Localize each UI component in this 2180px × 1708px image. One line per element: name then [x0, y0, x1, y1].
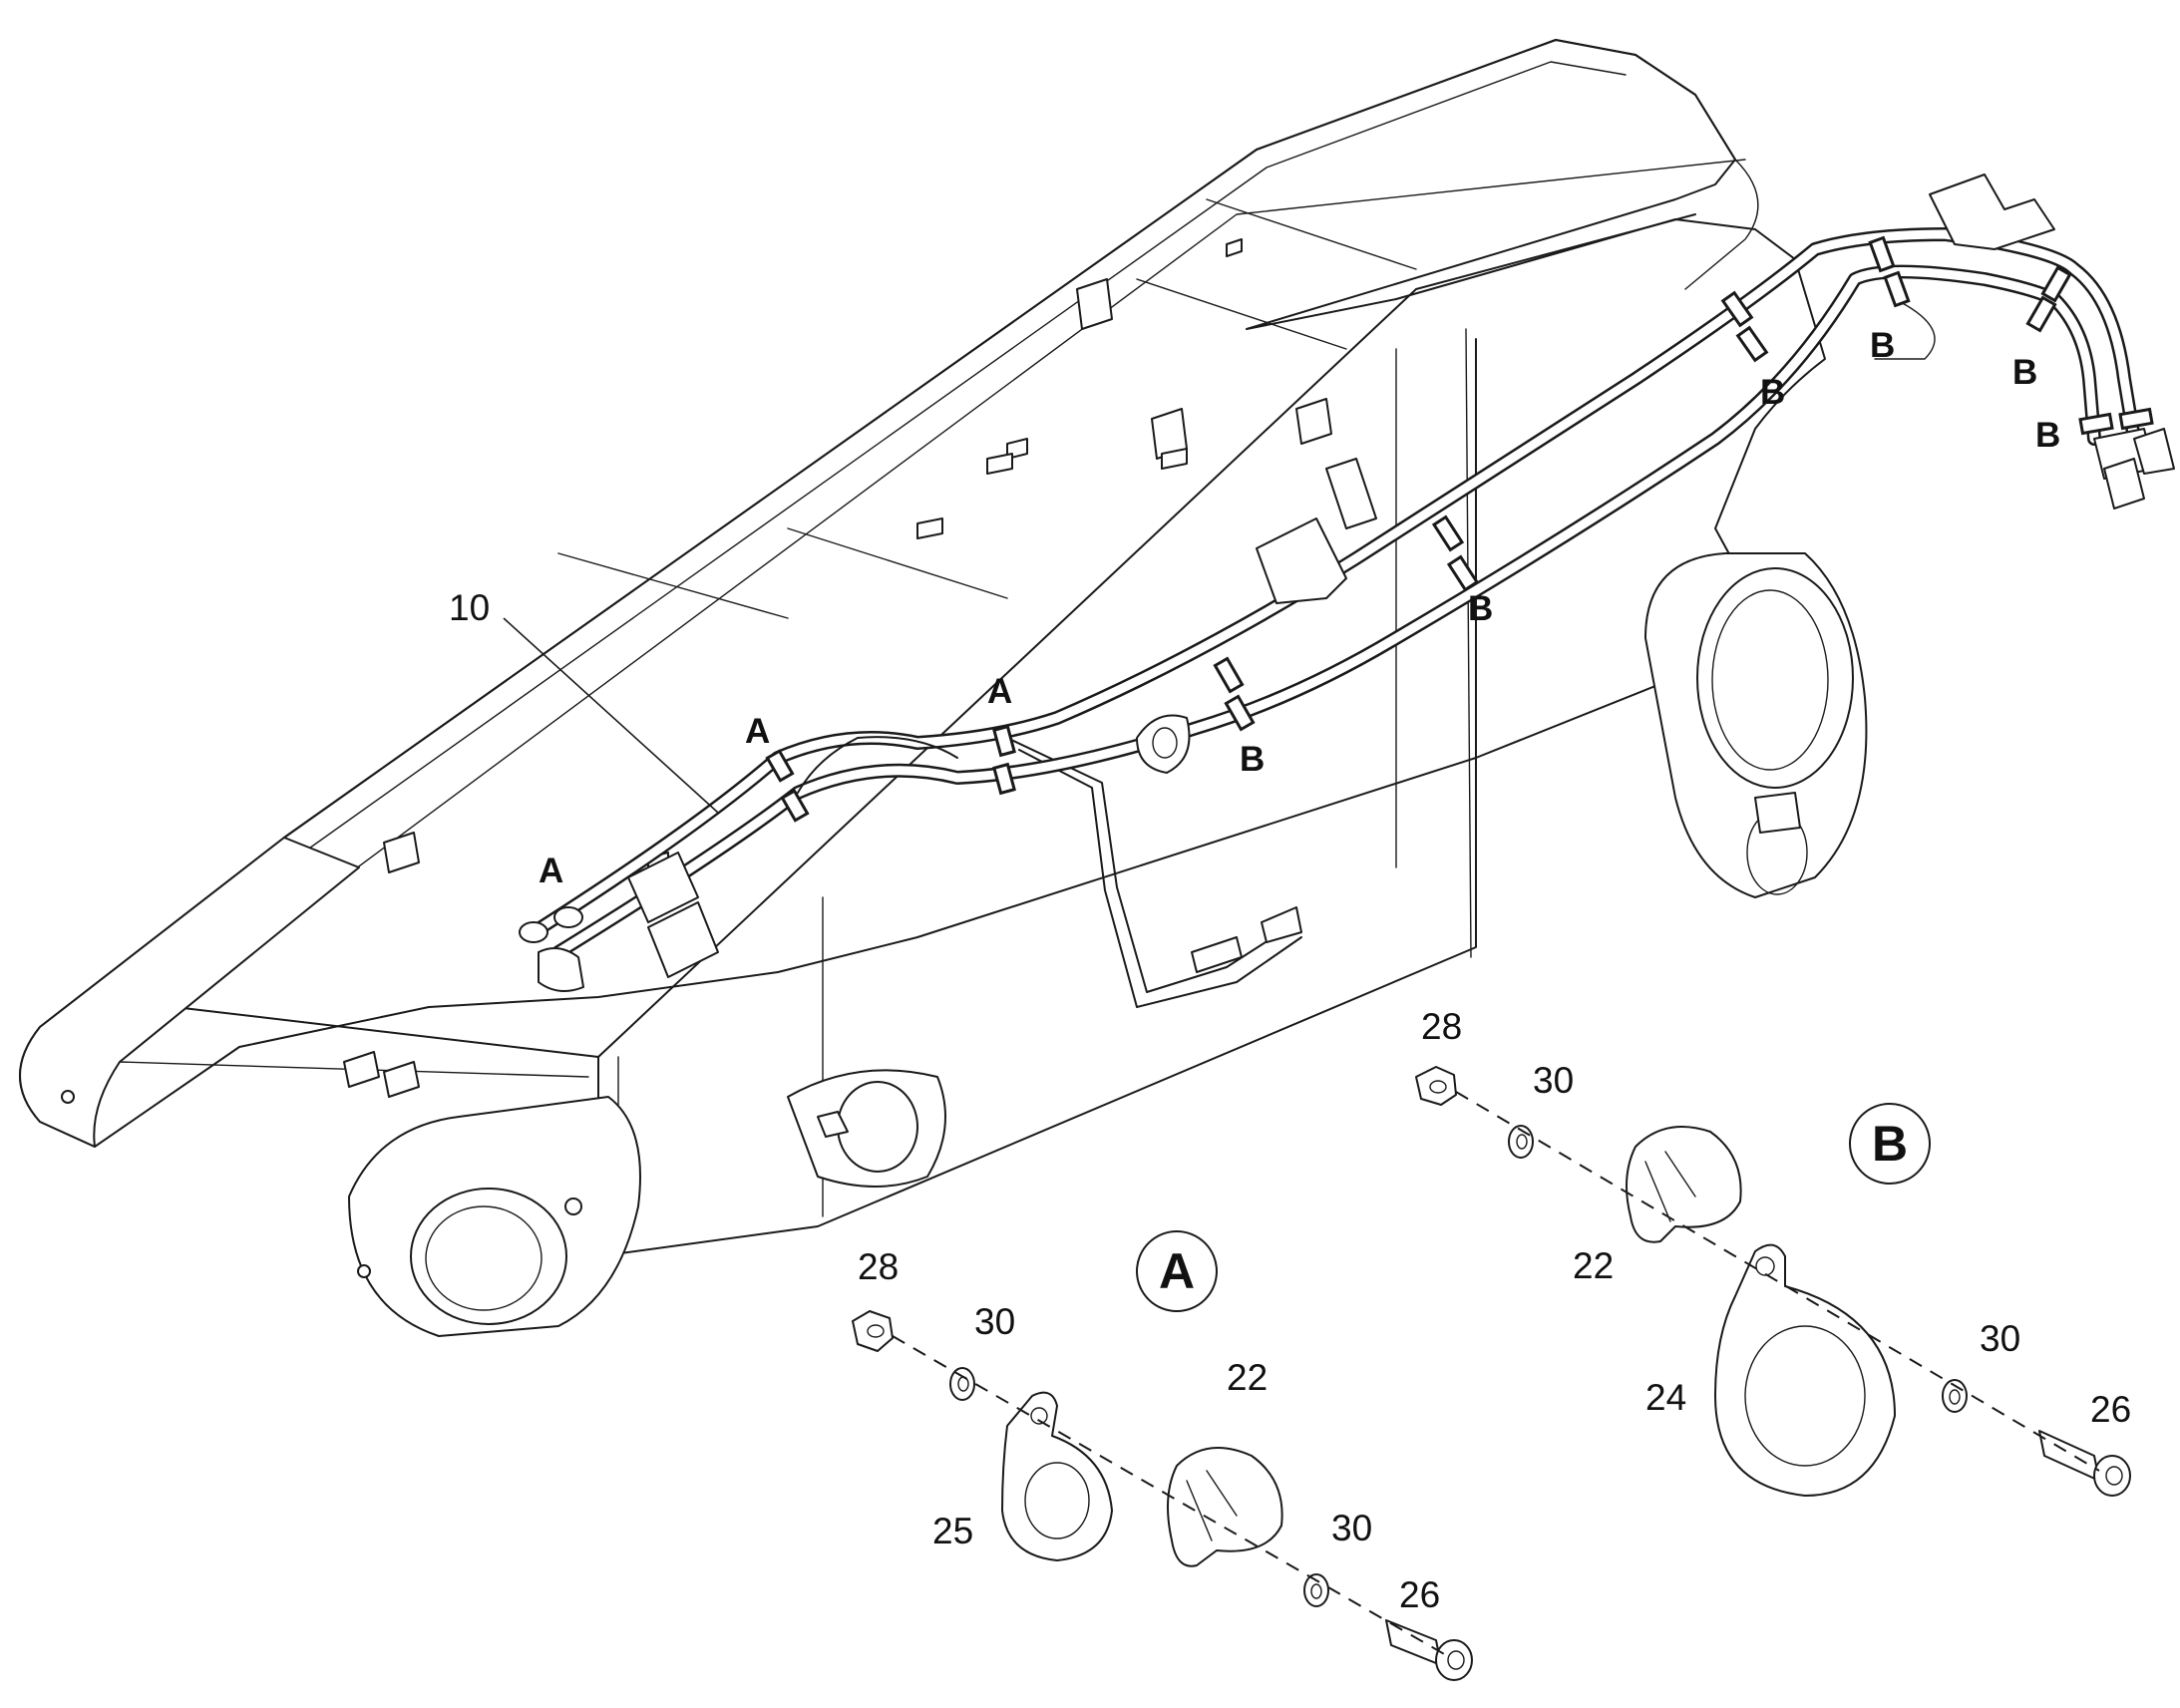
detail-a-washer-2 — [1303, 1573, 1329, 1607]
callout-a-screw: 26 — [1399, 1574, 1440, 1615]
clamp-marker-b-6: B — [2035, 416, 2060, 455]
mid-bracket — [1256, 517, 1347, 604]
boom-outline — [19, 39, 1826, 1148]
callout-a-clamp: 25 — [932, 1511, 973, 1551]
callout-b-nut: 28 — [1421, 1006, 1462, 1047]
top-plate-fittings — [343, 238, 1332, 1138]
callout-a-washer-2: 30 — [1331, 1508, 1372, 1548]
boom-front-nose — [19, 837, 360, 1148]
boom-arm — [19, 39, 1936, 1337]
leader-line-10 — [503, 617, 719, 814]
labels: 10 A A A B B B B B B A B 28 30 22 25 30 … — [449, 326, 2131, 1615]
callout-b-clamp: 24 — [1645, 1377, 1686, 1418]
callout-a-insert: 22 — [1227, 1357, 1268, 1398]
detail-b-circle — [1849, 1103, 1931, 1185]
detail-a-circle — [1136, 1230, 1218, 1312]
detail-b-label: B — [1872, 1116, 1908, 1172]
callout-hose-assembly: 10 — [449, 587, 490, 628]
callout-b-washer-1: 30 — [1533, 1060, 1574, 1101]
detail-a-insert — [1167, 1447, 1283, 1567]
detail-b-exploded — [1415, 1066, 2131, 1497]
hose-flange — [1136, 714, 1191, 774]
clamp-marker-b-2: B — [1468, 589, 1493, 628]
callout-a-nut: 28 — [858, 1246, 899, 1287]
detail-a-nut — [852, 1310, 894, 1352]
callout-b-washer-2: 30 — [1980, 1318, 2020, 1359]
rear-bracket — [1929, 173, 2055, 250]
clamp-marker-a-2: A — [745, 712, 770, 751]
detail-a-washer-1 — [949, 1367, 975, 1401]
callout-b-insert: 22 — [1573, 1245, 1614, 1286]
clamp-marker-b-3: B — [1760, 373, 1785, 412]
callout-a-washer-1: 30 — [974, 1301, 1015, 1342]
detail-a-clamp — [1001, 1391, 1113, 1561]
detail-b-nut — [1415, 1066, 1457, 1106]
detail-a-label: A — [1159, 1243, 1195, 1299]
hose-end-left-2 — [553, 906, 583, 928]
front-pivot-bore — [410, 1188, 567, 1325]
clamp-marker-b-1: B — [1240, 740, 1265, 779]
boom-top-plate — [283, 39, 1736, 839]
clamp-marker-b-5: B — [2012, 353, 2037, 392]
detail-b-screw — [2038, 1430, 2100, 1482]
detail-b-insert — [1626, 1126, 1742, 1243]
rear-pivot-bore — [1696, 567, 1854, 789]
hose-routing — [519, 173, 2175, 992]
clamp-marker-a-1: A — [539, 852, 563, 890]
clamp-marker-b-4: B — [1870, 326, 1895, 365]
detail-a-screw — [1385, 1619, 1442, 1666]
clamp-marker-a-3: A — [987, 672, 1012, 711]
hose-end-left-1 — [519, 921, 548, 943]
detail-a-exploded — [852, 1230, 1473, 1681]
detail-b-clamp — [1714, 1243, 1896, 1497]
callout-b-screw: 26 — [2090, 1389, 2131, 1430]
